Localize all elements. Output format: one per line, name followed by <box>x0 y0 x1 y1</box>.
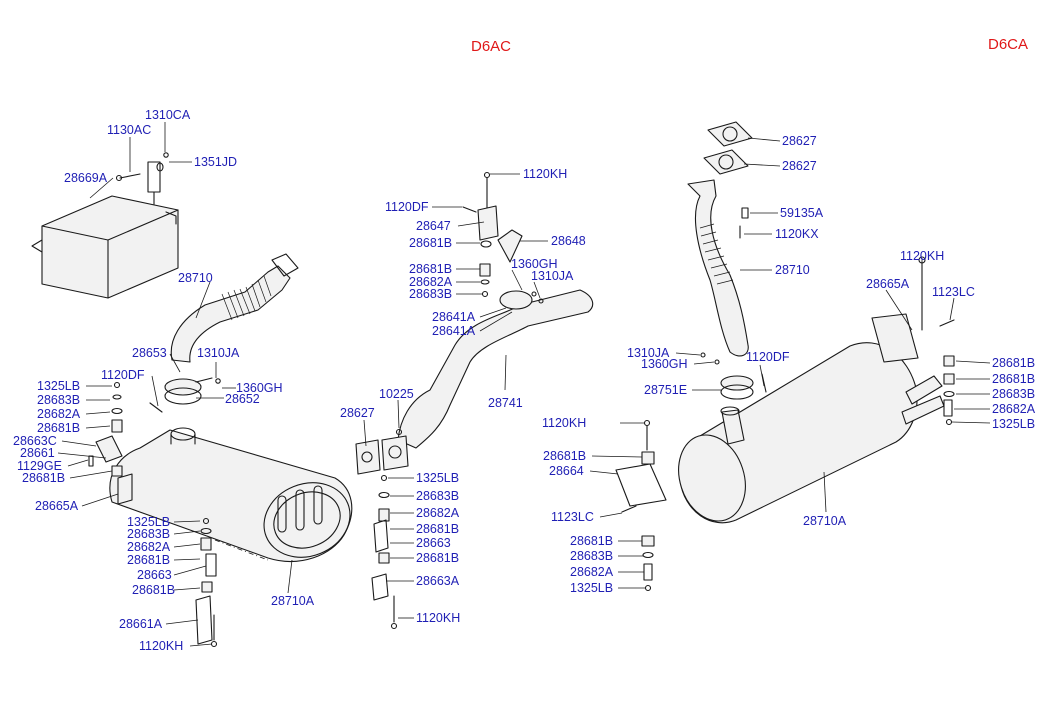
part-label: 28648 <box>551 234 586 248</box>
part-label: 28682A <box>992 402 1036 416</box>
part-label: 1310CA <box>145 108 191 122</box>
flange-gaskets <box>355 428 409 475</box>
part-label: 28751E <box>644 383 687 397</box>
tail-pipe <box>397 289 594 449</box>
part-label: 28661A <box>119 617 163 631</box>
part-label: 1325LB <box>992 417 1035 431</box>
part-label: 1310JA <box>531 269 574 283</box>
part-label: 28669A <box>64 171 108 185</box>
part-label: 59135A <box>780 206 824 220</box>
part-label: 28627 <box>782 134 817 148</box>
part-label: 28710A <box>271 594 315 608</box>
part-label: 28665A <box>866 277 910 291</box>
hanger-bracket-middle <box>462 171 544 310</box>
part-label: 28681B <box>409 236 452 250</box>
part-label: 28682A <box>37 407 81 421</box>
part-label: 28661 <box>20 446 55 460</box>
muffler-right <box>678 342 945 524</box>
part-label: 1360GH <box>236 381 283 395</box>
part-label: 1120DF <box>746 350 790 364</box>
part-label: 28681B <box>22 471 65 485</box>
pipe-clamp-left <box>149 377 221 413</box>
part-label: 28665A <box>35 499 79 513</box>
part-label: 1129GE <box>17 459 62 473</box>
part-label: 28683B <box>127 527 170 541</box>
part-label: 1325LB <box>37 379 80 393</box>
part-label: 28647 <box>416 219 451 233</box>
part-label: 28627 <box>340 406 375 420</box>
part-label: 1351JD <box>194 155 237 169</box>
part-label: 1310JA <box>197 346 240 360</box>
part-label: 28681B <box>416 551 459 565</box>
part-label: 1325LB <box>127 515 170 529</box>
variant-header-d6ca: D6CA <box>988 36 1028 53</box>
part-label: 28663 <box>137 568 172 582</box>
pipe-clamp-right <box>700 352 767 400</box>
part-label: 1120KH <box>523 167 567 181</box>
part-label: 1310JA <box>627 346 670 360</box>
part-label: 28664 <box>549 464 584 478</box>
part-label: 1123LC <box>932 285 975 299</box>
part-label: 28681B <box>409 262 452 276</box>
part-label: 1360GH <box>511 257 558 271</box>
muffler-mount-middle <box>371 474 398 630</box>
part-label: 28681B <box>570 534 613 548</box>
part-label: 28663A <box>416 574 460 588</box>
heat-shield-bolts <box>115 152 169 182</box>
part-label: 28683B <box>992 387 1035 401</box>
part-label: 28663 <box>416 536 451 550</box>
part-label: 28681B <box>416 522 459 536</box>
part-label: 1120KH <box>542 416 586 430</box>
part-label: 1120KH <box>900 249 944 263</box>
part-label: 1360GH <box>641 357 688 371</box>
muffler-mount-left <box>88 381 218 648</box>
part-label: 28710 <box>775 263 810 277</box>
variant-header-d6ac: D6AC <box>471 38 511 55</box>
part-label: 1130AC <box>107 123 151 137</box>
front-exhaust-pipe-left <box>170 253 299 363</box>
part-label: 28641A <box>432 324 476 338</box>
part-label: 28683B <box>570 549 613 563</box>
part-label: 10225 <box>379 387 414 401</box>
front-exhaust-pipe-right <box>687 179 749 357</box>
part-label: 28652 <box>225 392 260 406</box>
part-label: 28681B <box>992 372 1035 386</box>
muffler-left <box>109 427 353 562</box>
part-label: 28682A <box>409 275 453 289</box>
part-label: 28641A <box>432 310 476 324</box>
part-label: 1120DF <box>101 368 145 382</box>
part-label: 28683B <box>37 393 80 407</box>
exhaust-gaskets-right <box>703 121 753 175</box>
part-label: 28653 <box>132 346 167 360</box>
part-labels: 1310CA 1130AC 1351JD 28669A 28710 28653 … <box>13 108 1036 653</box>
part-label: 1120KH <box>416 611 460 625</box>
part-label: 1120KX <box>775 227 819 241</box>
part-label: 1325LB <box>416 471 459 485</box>
part-label: 28681B <box>132 583 175 597</box>
part-label: 28627 <box>782 159 817 173</box>
part-label: 28682A <box>570 565 614 579</box>
part-label: 28663C <box>13 434 57 448</box>
heat-shield-box <box>31 161 179 299</box>
part-label: 28681B <box>127 553 170 567</box>
part-label: 28681B <box>37 421 80 435</box>
part-label: 28741 <box>488 396 523 410</box>
part-label: 1120KH <box>139 639 183 653</box>
muffler-mount-right <box>615 256 955 592</box>
part-label: 28683B <box>416 489 459 503</box>
part-label: 28681B <box>992 356 1035 370</box>
leader-lines <box>57 122 991 647</box>
part-label: 28710A <box>803 514 847 528</box>
part-label: 28683B <box>409 287 452 301</box>
part-label: 1325LB <box>570 581 613 595</box>
part-label: 28681B <box>543 449 586 463</box>
part-label: 28682A <box>416 506 460 520</box>
part-label: 1123LC <box>551 510 594 524</box>
part-label: 28682A <box>127 540 171 554</box>
part-label: 1120DF <box>385 200 429 214</box>
part-label: 28710 <box>178 271 213 285</box>
